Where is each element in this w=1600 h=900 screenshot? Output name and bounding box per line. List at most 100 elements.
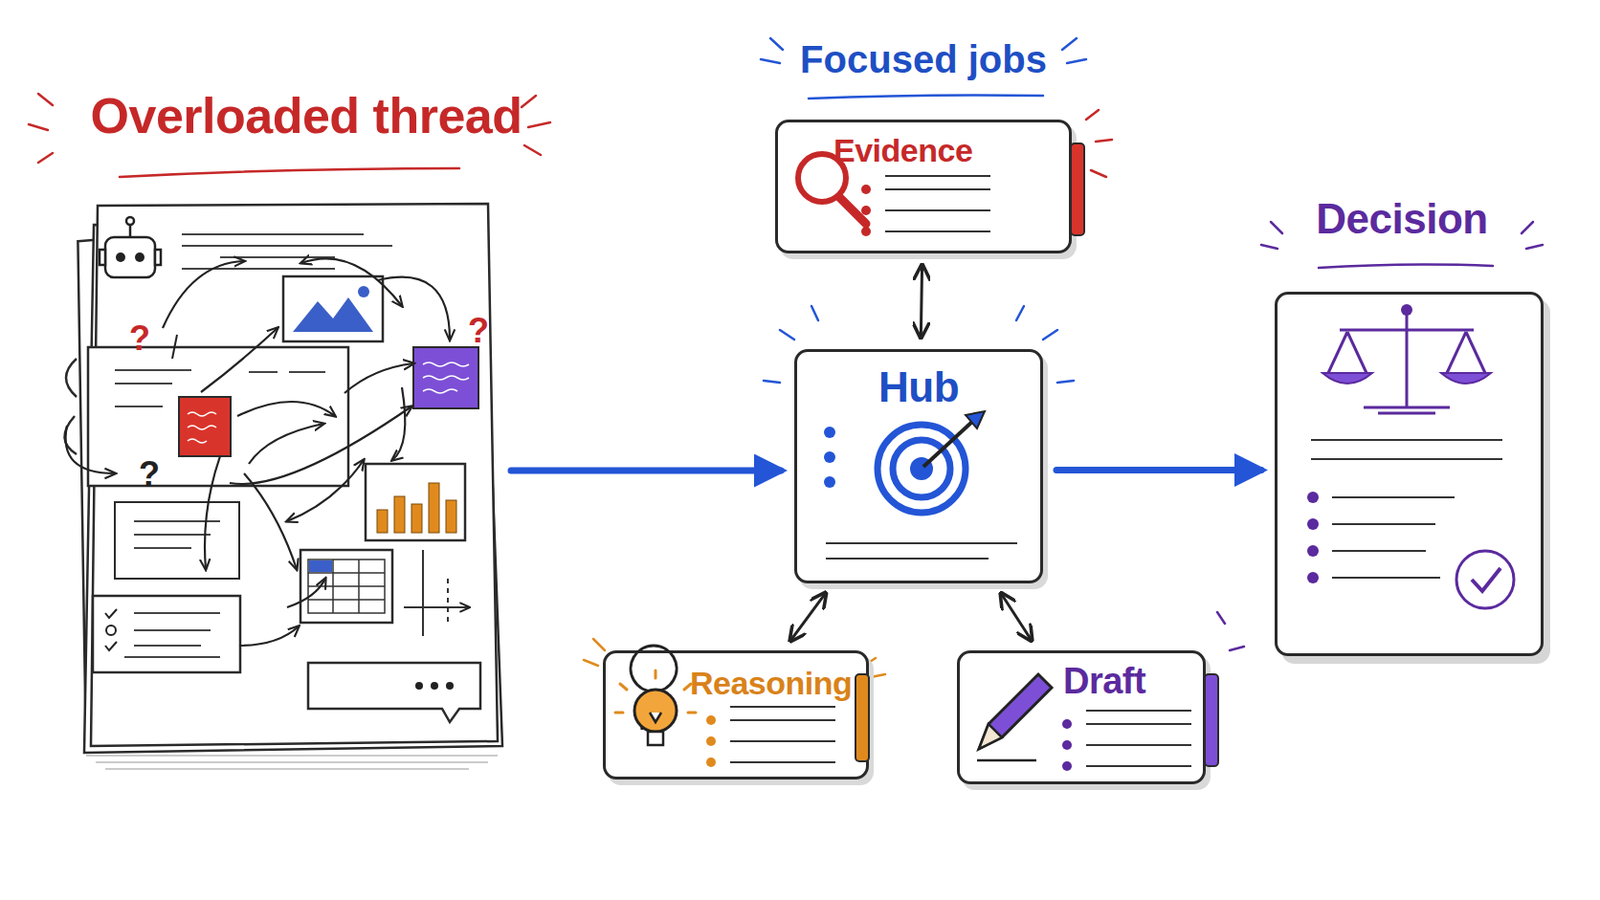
drawing-stroke [823,426,836,439]
node-title: Draft [1063,661,1146,703]
drawing-stroke [1095,139,1112,142]
drawing-stroke [1270,222,1283,234]
drawing-stroke [162,261,245,329]
drawing-stroke [377,483,457,534]
drawing-stroke [106,625,116,636]
drawing-stroke [1471,568,1501,592]
drawing-stroke [394,496,405,534]
drawing-stroke [413,347,479,409]
group-heading: Focused jobs [800,38,1047,82]
drawing-stroke [1307,491,1319,504]
drawing-stroke [392,387,405,461]
drawing-stroke [706,736,716,747]
overloaded-thread-illustration [47,71,565,766]
drawing-stroke [28,124,48,131]
drawing-stroke [357,286,370,298]
drawing-stroke [583,660,599,667]
drawing-stroke [870,674,886,678]
drawing-stroke [134,252,145,263]
overloaded-thread-stack: Overloaded thread??? [47,71,565,766]
drawing-stroke [634,689,677,733]
drawing-stroke [309,560,333,573]
drawing-stroke [1261,244,1278,249]
drawing-stroke [861,184,871,195]
drawing-stroke [446,578,449,627]
drawing-stroke [119,168,460,178]
drawing-stroke [978,724,1002,750]
drawing-stroke [1086,710,1192,712]
drawing-stroke [1062,719,1072,730]
drawing-stroke [129,224,133,238]
link-arrow [920,266,922,336]
evidence-job-card: Evidence [775,119,1072,254]
drawing-stroke [923,421,974,467]
drawing-stroke [38,153,53,163]
drawing-stroke [730,719,836,722]
drawing-stroke [1086,110,1112,178]
drawing-stroke [770,38,783,50]
drawing-stroke [823,426,836,489]
drawing-stroke [760,38,1087,383]
drawing-stroke [415,682,423,690]
drawing-stroke [730,740,836,743]
drawing-stroke [181,234,393,269]
drawing-stroke [823,451,836,464]
drawing-stroke [301,258,402,307]
drawing-stroke [126,217,134,225]
node-5: Decision [1234,191,1570,661]
drawing-stroke [1456,551,1514,609]
drawing-stroke [1217,612,1225,624]
drawing-stroke [445,682,454,690]
drawing-stroke [248,423,324,465]
drawing-stroke [237,401,335,417]
drawing-stroke [200,328,278,393]
drawing-stroke [178,397,231,457]
drawing-stroke [229,406,412,485]
flow-arrow [1056,466,1262,474]
link-arrow [1001,595,1031,640]
flow-arrow [511,467,781,475]
drawing-stroke [593,639,605,651]
drawing-stroke [204,456,221,570]
drawing-stroke [1307,491,1319,584]
drawing-stroke [133,521,221,549]
drawing-stroke [411,504,423,534]
drawing-stroke [1328,311,1486,414]
label-holder: ? [467,311,489,352]
drawing-stroke [300,550,393,623]
section-heading: Decision [1315,195,1488,244]
drawing-stroke [615,670,696,713]
drawing-stroke [760,59,780,64]
drawing-stroke [172,334,178,359]
drawing-stroke [377,277,450,340]
drawing-stroke [365,464,466,541]
drawing-stroke [99,217,161,278]
drawing-stroke [115,252,126,263]
drawing-stroke [885,188,991,191]
drawing-stroke [825,543,1018,559]
drawing-stroke [1086,744,1192,747]
question-mark: ? [467,311,489,352]
drawing-stroke [730,761,836,764]
drawing-stroke [239,626,299,646]
drawing-stroke [283,276,383,342]
question-mark: ? [138,454,160,495]
drawing-stroke [1016,306,1024,321]
drawing-stroke [1311,440,1503,460]
drawing-stroke [808,94,1044,99]
drawing-stroke [1086,110,1099,120]
drawing-stroke [861,205,871,216]
drawing-stroke [1057,380,1074,383]
drawing-stroke [885,209,991,212]
drawing-stroke [823,476,836,489]
reasoning-job-card: Reasoning [602,650,869,780]
drawing-stroke [445,500,457,534]
drawing-stroke [66,425,115,474]
drawing-stroke [114,502,240,579]
drawing-stroke [978,674,1052,750]
drawing-stroke [1086,765,1192,768]
drawing-stroke [763,380,780,383]
drawing-stroke [861,226,871,237]
drawing-stroke [377,510,388,534]
drawing-stroke [86,755,498,770]
